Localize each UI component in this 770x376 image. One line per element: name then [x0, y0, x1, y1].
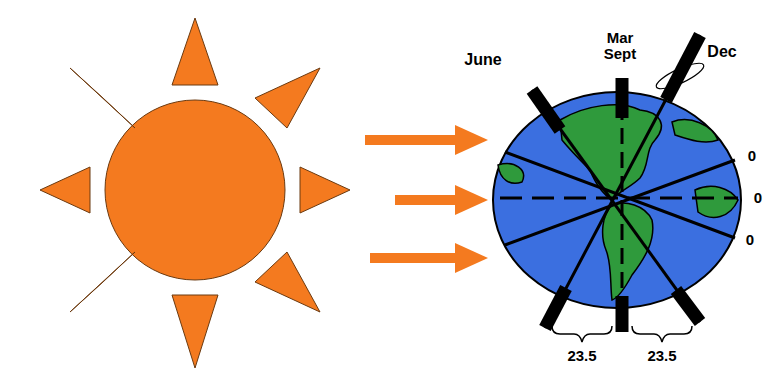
axis-line	[532, 90, 700, 322]
angle-label: 0	[748, 148, 756, 164]
sun-ray	[70, 252, 135, 312]
tilt-label: 23.5	[567, 348, 596, 364]
sun-ray	[255, 68, 320, 128]
brace	[632, 326, 692, 342]
continent-south-america	[603, 203, 653, 300]
arrow-shaft	[365, 135, 460, 145]
brace	[552, 326, 612, 342]
sun	[40, 18, 350, 368]
sunlight-arrows	[365, 125, 488, 273]
season-label: Mar Sept	[596, 30, 644, 62]
axis-bar	[545, 288, 566, 328]
earth-ocean	[493, 92, 741, 308]
season-label: June	[464, 52, 501, 69]
tilted-equator-line	[505, 152, 735, 238]
arrow-head	[455, 243, 488, 273]
axes	[532, 35, 700, 332]
season-label: Dec	[707, 44, 736, 61]
axis-bar	[616, 78, 629, 118]
sun-ray	[255, 252, 320, 312]
axis-bar	[676, 290, 700, 322]
arrow-shaft	[370, 253, 460, 263]
tilt-label: 23.5	[647, 348, 676, 364]
equator-line	[500, 197, 738, 200]
arrow-shaft	[395, 195, 460, 205]
arrow-head	[455, 185, 488, 215]
earth	[493, 92, 741, 308]
continent-africa	[695, 186, 738, 217]
continent-north-america	[560, 105, 661, 200]
latitude-lines	[500, 152, 738, 245]
axis-bar	[532, 90, 560, 130]
sun-ray	[300, 167, 350, 213]
sun-ray	[40, 167, 90, 213]
tilt-brackets	[552, 326, 692, 342]
rotation-loop	[653, 59, 706, 94]
angle-label: 0	[746, 232, 754, 248]
sun-ray	[70, 68, 135, 128]
axis-line	[545, 35, 700, 328]
arrow-head	[455, 125, 488, 155]
continent-greenland	[672, 120, 718, 142]
continent-asia	[498, 164, 523, 184]
sun-disc	[105, 100, 285, 280]
axis-bar	[616, 296, 629, 332]
sun-ray	[172, 295, 218, 368]
tilted-equator-line	[505, 160, 735, 245]
angle-label: 0	[754, 190, 762, 206]
sun-ray	[172, 18, 218, 85]
